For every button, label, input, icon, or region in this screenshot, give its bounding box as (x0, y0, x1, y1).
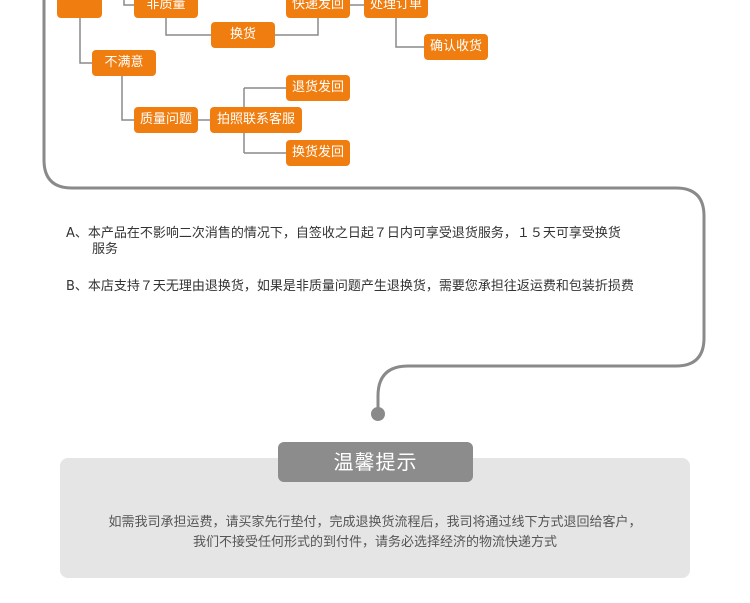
connector-exchange-to-express (275, 18, 319, 36)
notice-title: 温馨提示 (278, 442, 473, 482)
flow-box-exchange-send-back: 换货发回 (286, 140, 350, 166)
connector-nonquality-to-exchange (165, 18, 211, 36)
flow-start-box (57, 0, 102, 18)
flow-box-quality-issue: 质量问题 (134, 107, 198, 133)
flow-box-exchange: 换货 (211, 22, 275, 48)
connector-top-to-dissatisfied (79, 18, 92, 64)
flow-box-return-send-back: 退货发回 (286, 75, 350, 101)
connector-process-to-confirm (395, 18, 424, 48)
policy-a-line2: 服务 (92, 242, 119, 257)
policy-a-line1: A、本产品在不影响二次消售的情况下，自签收之日起７日内可享受退货服务，１５天可享… (66, 226, 621, 241)
policy-a: A、本产品在不影响二次消售的情况下，自签收之日起７日内可享受退货服务，１５天可享… (66, 226, 676, 258)
policy-b-line1: B、本店支持７天无理由退换货，如果是非质量问题产生退换货，需要您承担往返运费和包… (66, 279, 634, 294)
flow-box-dissatisfied: 不满意 (92, 50, 156, 76)
frame-end-dot (371, 407, 385, 421)
flow-box-confirm-receipt: 确认收货 (424, 34, 488, 60)
connector-nonquality (123, 0, 134, 6)
flow-box-not-quality: 非质量 (134, 0, 198, 18)
flow-box-express-return: 快递发回 (286, 0, 350, 18)
notice-line1: 如需我司承担运费，请买家先行垫付，完成退换货流程后，我司将通过线下方式退回给客户… (108, 515, 642, 530)
notice-line2: 我们不接受任何形式的到付件，请务必选择经济的物流快递方式 (192, 535, 557, 550)
policy-b: B、本店支持７天无理由退换货，如果是非质量问题产生退换货，需要您承担往返运费和包… (66, 279, 686, 295)
notice-text: 如需我司承担运费，请买家先行垫付，完成退换货流程后，我司将通过线下方式退回给客户… (66, 513, 684, 553)
frame-path (42, 0, 706, 408)
flow-box-process-order: 处理订单 (364, 0, 428, 18)
flow-box-photo-contact: 拍照联系客服 (210, 107, 302, 133)
connector-dissatisfied-to-quality (121, 76, 134, 121)
